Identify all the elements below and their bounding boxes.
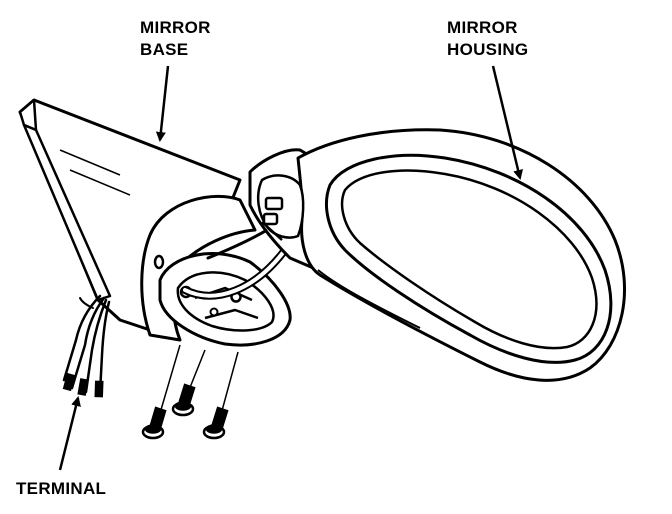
mirror-base bbox=[18, 98, 292, 347]
screw-right bbox=[202, 351, 239, 440]
leader-arrows bbox=[58, 65, 523, 471]
mirror-base-leader bbox=[155, 65, 170, 142]
screw-left bbox=[141, 344, 181, 440]
mirror-housing-leader bbox=[491, 65, 523, 180]
mirror-housing-label-line1: MIRROR bbox=[447, 18, 518, 37]
mirror-housing-label: MIRROR HOUSING bbox=[447, 17, 528, 61]
screw-middle bbox=[171, 349, 206, 417]
mirror-base-label: MIRROR BASE bbox=[140, 17, 211, 61]
mirror-base-label-line2: BASE bbox=[140, 40, 189, 59]
terminal-label: TERMINAL bbox=[16, 479, 107, 498]
mirror-housing-label-line2: HOUSING bbox=[447, 40, 529, 59]
wiring-harness bbox=[62, 294, 111, 398]
mirror-housing bbox=[248, 128, 626, 382]
mirror-base-label-line1: MIRROR bbox=[140, 18, 211, 37]
terminal-leader bbox=[58, 396, 81, 471]
